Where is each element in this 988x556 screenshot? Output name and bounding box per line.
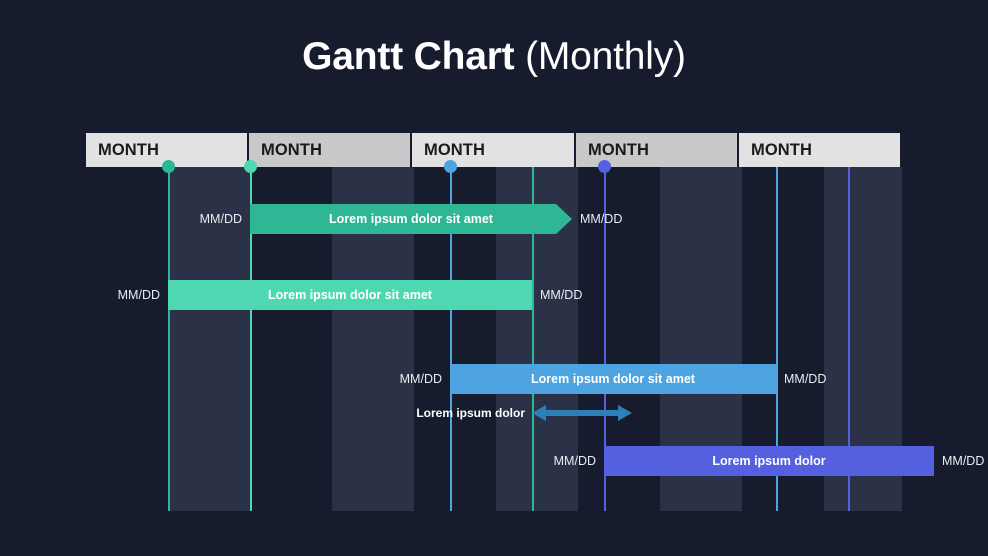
guide-indigo-end bbox=[848, 167, 850, 511]
marker-teal-bright-icon[interactable] bbox=[244, 160, 257, 173]
guide-teal-dark-end bbox=[532, 167, 534, 511]
duration-marker-label: Lorem ipsum dolor bbox=[416, 406, 525, 420]
marker-indigo-icon[interactable] bbox=[598, 160, 611, 173]
title-bold: Gantt Chart bbox=[302, 35, 515, 78]
month-header-cell-5[interactable]: MONTH bbox=[739, 133, 900, 167]
month-label: MONTH bbox=[98, 140, 159, 159]
month-header-cell-3[interactable]: MONTH bbox=[412, 133, 574, 167]
task-bar-3[interactable]: Lorem ipsum dolor sit amet bbox=[450, 364, 776, 394]
task-end-date: MM/DD bbox=[580, 212, 623, 226]
guide-teal-bright-start bbox=[250, 167, 252, 511]
task-start-date: MM/DD bbox=[117, 288, 160, 302]
task-bar-1[interactable]: Lorem ipsum dolor sit amet bbox=[250, 204, 572, 234]
task-end-date: MM/DD bbox=[784, 372, 827, 386]
month-label: MONTH bbox=[261, 140, 322, 159]
double-arrow-icon bbox=[532, 405, 632, 421]
month-header-cell-2[interactable]: MONTH bbox=[249, 133, 410, 167]
task-start-date: MM/DD bbox=[199, 212, 242, 226]
task-bar-label: Lorem ipsum dolor sit amet bbox=[268, 288, 432, 302]
month-label: MONTH bbox=[751, 140, 812, 159]
column-stripe bbox=[168, 167, 250, 511]
task-start-date: MM/DD bbox=[553, 454, 596, 468]
guide-teal-dark-start bbox=[168, 167, 170, 511]
marker-teal-dark-icon[interactable] bbox=[162, 160, 175, 173]
guide-blue-light-end bbox=[776, 167, 778, 511]
duration-double-arrow[interactable] bbox=[532, 401, 632, 425]
guide-blue-light-start bbox=[450, 167, 452, 511]
guide-indigo-start bbox=[604, 167, 606, 511]
task-bar-2[interactable]: Lorem ipsum dolor sit amet bbox=[168, 280, 532, 310]
title-light: (Monthly) bbox=[514, 35, 686, 78]
month-header-cell-1[interactable]: MONTH bbox=[86, 133, 247, 167]
month-header-row: MONTH MONTH MONTH MONTH MONTH bbox=[86, 133, 902, 167]
month-label: MONTH bbox=[588, 140, 649, 159]
task-end-date: MM/DD bbox=[540, 288, 583, 302]
task-start-date: MM/DD bbox=[399, 372, 442, 386]
month-label: MONTH bbox=[424, 140, 485, 159]
task-bar-4[interactable]: Lorem ipsum dolor bbox=[604, 446, 934, 476]
page-title: Gantt Chart (Monthly) bbox=[0, 32, 988, 82]
task-end-date: MM/DD bbox=[942, 454, 985, 468]
marker-blue-light-icon[interactable] bbox=[444, 160, 457, 173]
gantt-chart: MONTH MONTH MONTH MONTH MONTH Lorem ipsum do… bbox=[86, 133, 984, 513]
task-bar-label: Lorem ipsum dolor sit amet bbox=[329, 212, 493, 226]
task-bar-label: Lorem ipsum dolor sit amet bbox=[531, 372, 695, 386]
task-bar-label: Lorem ipsum dolor bbox=[712, 454, 826, 468]
